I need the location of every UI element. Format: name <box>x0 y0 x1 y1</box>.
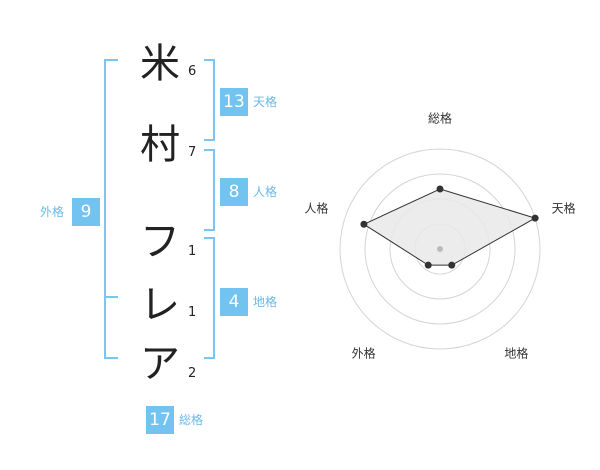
tenkaku-value-badge: 13 <box>220 88 248 116</box>
radar-point-5 <box>360 220 368 228</box>
chikaku-bracket <box>204 237 215 359</box>
chikaku-label: 地格 <box>253 295 278 309</box>
radar-point-2 <box>531 214 539 222</box>
gaikaku-value-badge: 9 <box>72 198 100 226</box>
name-char-3: フ <box>140 219 180 265</box>
tenkaku-bracket <box>204 59 215 141</box>
gaikaku-bracket <box>104 59 118 359</box>
radar-points <box>360 185 539 269</box>
gaikaku-label: 外格 <box>40 205 65 219</box>
name-char-5: ア <box>140 341 180 387</box>
radar-axis-label-5: 人格 <box>304 200 328 215</box>
radar-data-area <box>362 188 537 266</box>
stroke-count-5: 2 <box>188 366 197 381</box>
name-char-2: 村 <box>140 122 180 168</box>
stroke-count-2: 7 <box>188 145 197 160</box>
stroke-count-4: 1 <box>188 305 197 320</box>
soukaku-label: 総格 <box>179 413 204 427</box>
soukaku-value-badge: 17 <box>146 406 174 434</box>
radar-center-dot <box>437 246 443 252</box>
radar-point-3 <box>448 261 456 269</box>
jinkaku-label: 人格 <box>253 185 278 199</box>
radar-ring <box>339 148 541 350</box>
stroke-count-1: 6 <box>188 64 197 79</box>
stroke-count-3: 1 <box>188 244 197 259</box>
jinkaku-value-badge: 8 <box>220 178 248 206</box>
name-char-1: 米 <box>140 41 180 87</box>
radar-ring <box>364 173 516 325</box>
name-char-4: レ <box>140 282 180 328</box>
radar-axis-label-1: 総格 <box>428 111 452 126</box>
radar-axis-label-3: 地格 <box>504 346 528 361</box>
radar-point-1 <box>436 185 444 193</box>
chikaku-value-badge: 4 <box>220 288 248 316</box>
radar-axis-label-2: 天格 <box>552 200 576 215</box>
radar-axis-label-4: 外格 <box>352 346 376 361</box>
jinkaku-bracket <box>204 149 215 231</box>
tenkaku-label: 天格 <box>253 95 278 109</box>
radar-point-4 <box>424 261 432 269</box>
